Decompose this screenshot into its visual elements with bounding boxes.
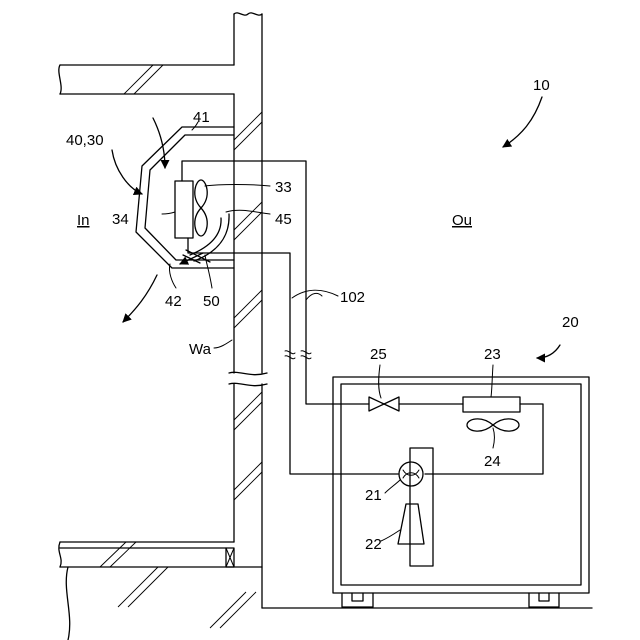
label-outlet: 42	[165, 293, 182, 310]
label-outdoor-fan: 24	[484, 453, 501, 470]
label-system: 10	[533, 77, 550, 94]
four-way-valve-icon	[399, 462, 423, 486]
label-compressor: 22	[365, 536, 382, 553]
reference-labels: 10 40,30 41 33 34 45 42 50 102 Wa 20 25 …	[66, 77, 579, 553]
fan-icon	[195, 180, 207, 236]
outdoor-heat-exchanger	[463, 397, 520, 412]
label-four-way-valve: 21	[365, 487, 382, 504]
label-casing-top: 41	[193, 109, 210, 126]
leader-lines	[162, 122, 495, 541]
label-outdoor-hx: 23	[484, 346, 501, 363]
label-vane: 50	[203, 293, 220, 310]
label-pipe: 102	[340, 289, 365, 306]
label-wall: Wa	[189, 341, 212, 358]
compressor-icon	[398, 504, 424, 544]
label-indoor-side: In	[77, 212, 90, 229]
refrigerant-pipes	[182, 161, 398, 474]
heat-exchanger	[175, 181, 193, 238]
label-heat-exchanger: 34	[112, 211, 129, 228]
expansion-valve-icon	[369, 397, 399, 411]
airflow-arrows	[112, 97, 560, 358]
label-valve: 25	[370, 346, 387, 363]
label-outdoor-unit: 20	[562, 314, 579, 331]
label-indoor-unit: 40,30	[66, 132, 104, 149]
label-fan: 33	[275, 179, 292, 196]
indoor-unit	[136, 127, 234, 268]
label-outdoor-side: Ou	[452, 212, 472, 229]
label-flow-guide: 45	[275, 211, 292, 228]
building-wall	[59, 13, 592, 640]
